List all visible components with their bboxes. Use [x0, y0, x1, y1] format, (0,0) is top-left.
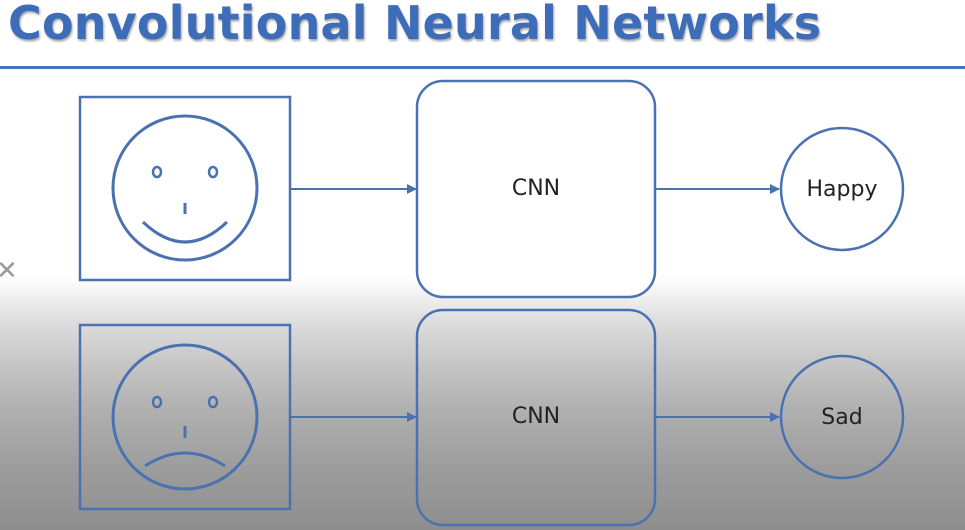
title-divider	[0, 66, 965, 69]
frowning-face-icon	[111, 343, 259, 491]
output-node	[779, 126, 905, 252]
diagram-row-sad: CNN Sad	[78, 308, 905, 527]
cnn-label: CNN	[512, 404, 560, 429]
slide-title: Convolutional Neural Networks	[8, 0, 822, 50]
output-node	[779, 354, 905, 480]
close-icon[interactable]: ✕	[0, 256, 18, 286]
output-label: Sad	[821, 405, 862, 430]
cnn-label: CNN	[512, 176, 560, 201]
smiling-face-icon	[111, 114, 259, 262]
input-image-frame	[78, 95, 292, 282]
diagram-row-happy: CNN Happy	[78, 79, 905, 299]
output-label: Happy	[807, 177, 878, 202]
input-image-frame	[78, 323, 292, 511]
